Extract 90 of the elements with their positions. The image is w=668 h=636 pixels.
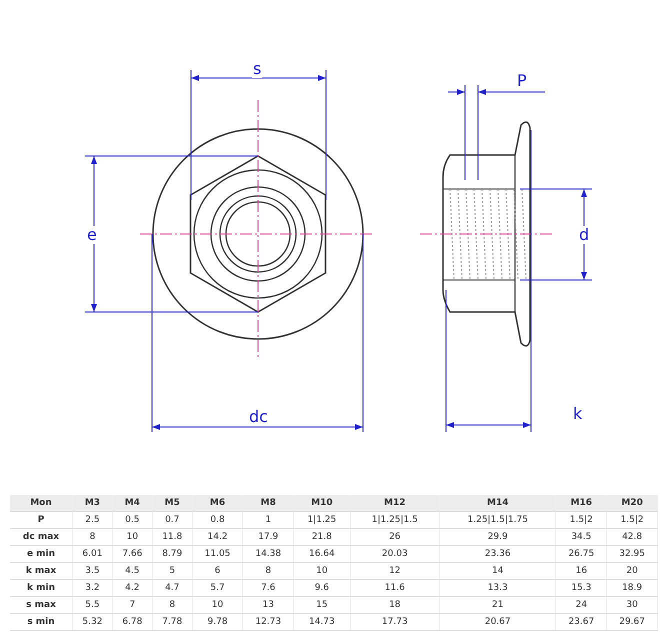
table-cell: 0.5	[112, 512, 152, 528]
table-cell: 26	[350, 528, 440, 546]
table-cell: 14.2	[192, 528, 243, 546]
table-cell: 7.6	[242, 580, 294, 596]
table-cell: 3.5	[72, 562, 112, 580]
column-header: Mon	[10, 495, 72, 512]
table-cell: 5.5	[72, 596, 112, 614]
table-cell: 12.73	[242, 614, 294, 630]
table-cell: 10	[112, 528, 152, 546]
dimension-label: e	[86, 226, 98, 244]
table-cell: 7	[112, 596, 152, 614]
table-cell: 14.73	[294, 614, 350, 630]
table-cell: 5.32	[72, 614, 112, 630]
table-cell: 5.7	[192, 580, 243, 596]
column-header: M20	[606, 495, 658, 512]
table-cell: 1	[242, 512, 294, 528]
table-cell: 14.38	[242, 546, 294, 562]
row-header: k min	[10, 580, 72, 596]
table-cell: 8.79	[152, 546, 192, 562]
table-cell: 10	[294, 562, 350, 580]
table-cell: 11.05	[192, 546, 243, 562]
table-cell: 20.03	[350, 546, 440, 562]
row-header: s min	[10, 614, 72, 630]
table-cell: 3.2	[72, 580, 112, 596]
table-cell: 17.9	[242, 528, 294, 546]
table-cell: 7.78	[152, 614, 192, 630]
table-cell: 6.78	[112, 614, 152, 630]
table-cell: 1.5|2	[606, 512, 658, 528]
table-cell: 4.2	[112, 580, 152, 596]
column-header: M3	[72, 495, 112, 512]
table-cell: 32.95	[606, 546, 658, 562]
table-cell: 10	[192, 596, 243, 614]
table-cell: 6	[192, 562, 243, 580]
table-cell: 26.75	[556, 546, 607, 562]
table-cell: 0.8	[192, 512, 243, 528]
table-cell: 14	[439, 562, 556, 580]
table-cell: 13	[242, 596, 294, 614]
table-cell: 12	[350, 562, 440, 580]
table-cell: 15	[294, 596, 350, 614]
table-cell: 1.25|1.5|1.75	[439, 512, 556, 528]
table-cell: 23.67	[556, 614, 607, 630]
table-cell: 8	[242, 562, 294, 580]
column-header: M10	[294, 495, 350, 512]
table-cell: 20.67	[439, 614, 556, 630]
table-cell: 5	[152, 562, 192, 580]
dimension-label: d	[578, 226, 590, 244]
table-cell: 6.01	[72, 546, 112, 562]
column-header: M8	[242, 495, 294, 512]
column-header: M6	[192, 495, 243, 512]
row-header: s max	[10, 596, 72, 614]
table-cell: 23.36	[439, 546, 556, 562]
column-header: M14	[439, 495, 556, 512]
column-header: M5	[152, 495, 192, 512]
table-cell: 16	[556, 562, 607, 580]
table-cell: 9.6	[294, 580, 350, 596]
table-cell: 4.5	[112, 562, 152, 580]
row-header: dc max	[10, 528, 72, 546]
table-cell: 24	[556, 596, 607, 614]
table-cell: 34.5	[556, 528, 607, 546]
table-cell: 16.64	[294, 546, 350, 562]
table-cell: 9.78	[192, 614, 243, 630]
table-cell: 11.6	[350, 580, 440, 596]
table-cell: 1.5|2	[556, 512, 607, 528]
table-cell: 8	[72, 528, 112, 546]
table-cell: 29.9	[439, 528, 556, 546]
row-header: k max	[10, 562, 72, 580]
column-header: M4	[112, 495, 152, 512]
table-cell: 2.5	[72, 512, 112, 528]
table-cell: 1|1.25|1.5	[350, 512, 440, 528]
table-cell: 42.8	[606, 528, 658, 546]
table-cell: 8	[152, 596, 192, 614]
table-cell: 11.8	[152, 528, 192, 546]
table-cell: 13.3	[439, 580, 556, 596]
table-cell: 21	[439, 596, 556, 614]
table-cell: 4.7	[152, 580, 192, 596]
table-cell: 20	[606, 562, 658, 580]
table-cell: 17.73	[350, 614, 440, 630]
row-header: e min	[10, 546, 72, 562]
table-cell: 7.66	[112, 546, 152, 562]
table-cell: 18	[350, 596, 440, 614]
table-cell: 18.9	[606, 580, 658, 596]
table-cell: 30	[606, 596, 658, 614]
table-cell: 21.8	[294, 528, 350, 546]
table-cell: 0.7	[152, 512, 192, 528]
column-header: M12	[350, 495, 440, 512]
row-header: P	[10, 512, 72, 528]
table-cell: 29.67	[606, 614, 658, 630]
column-header: M16	[556, 495, 607, 512]
table-cell: 1|1.25	[294, 512, 350, 528]
table-cell: 15.3	[556, 580, 607, 596]
